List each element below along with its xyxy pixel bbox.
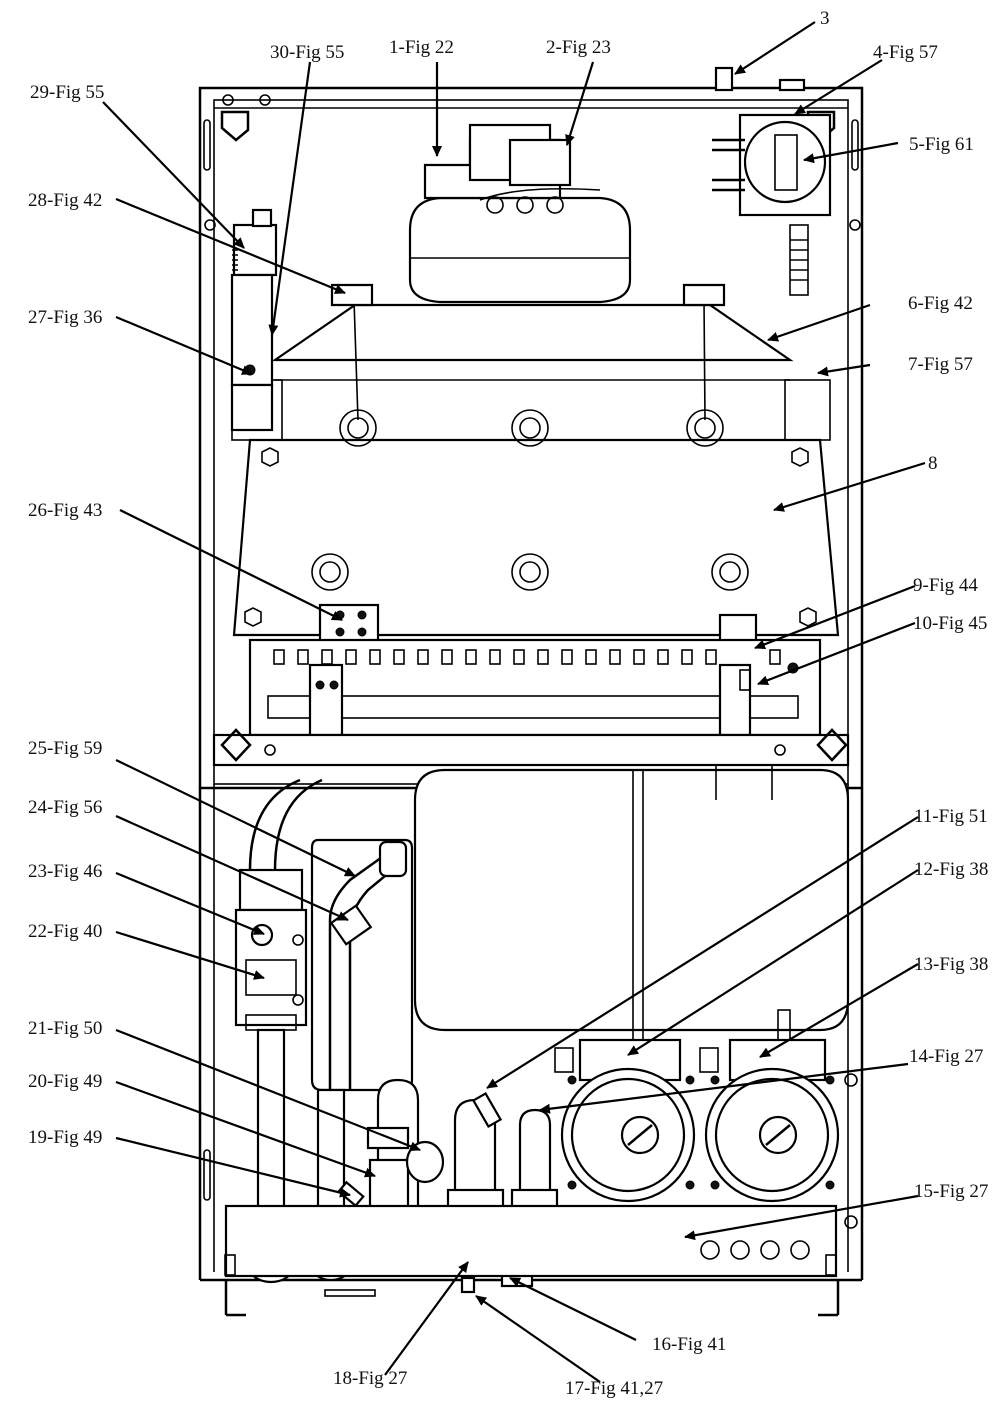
callout-8: 8 (928, 453, 938, 474)
callout-21: 21-Fig 50 (28, 1018, 102, 1039)
callout-25: 25-Fig 59 (28, 738, 102, 759)
leader-15 (684, 1194, 919, 1241)
callout-labels: 3 1-Fig 22 2-Fig 23 30-Fig 55 4-Fig 57 2… (28, 8, 988, 1399)
callout-9: 9-Fig 44 (913, 575, 978, 596)
leader-3 (734, 21, 816, 75)
leader-12 (627, 869, 919, 1056)
callout-12: 12-Fig 38 (914, 859, 988, 880)
burner (248, 638, 822, 737)
leader-27 (115, 315, 253, 376)
leader-28 (115, 197, 346, 295)
callout-10: 10-Fig 45 (913, 613, 987, 634)
callout-27: 27-Fig 36 (28, 307, 102, 328)
callout-6: 6-Fig 42 (908, 293, 973, 314)
leader-4 (794, 59, 883, 115)
fan-assembly (408, 123, 632, 304)
leader-10 (757, 621, 916, 686)
expansion-vessel (413, 765, 850, 1060)
leader-29 (102, 101, 245, 249)
callout-5: 5-Fig 61 (909, 134, 974, 155)
pumps (554, 1009, 858, 1229)
leader-14 (539, 1062, 909, 1114)
callout-17: 17-Fig 41,27 (565, 1378, 663, 1399)
callout-15: 15-Fig 27 (914, 1181, 988, 1202)
callout-19: 19-Fig 49 (28, 1127, 102, 1148)
flue-stub (714, 66, 806, 92)
plate-exchanger (310, 838, 414, 1092)
callout-26: 26-Fig 43 (28, 500, 102, 521)
callout-4: 4-Fig 57 (873, 42, 938, 63)
leader-17 (475, 1295, 601, 1383)
callout-24: 24-Fig 56 (28, 797, 102, 818)
callout-3: 3 (820, 8, 830, 29)
callout-14: 14-Fig 27 (909, 1046, 983, 1067)
manifold (224, 1092, 838, 1297)
callout-1: 1-Fig 22 (389, 37, 454, 58)
callout-2: 2-Fig 23 (546, 37, 611, 58)
callout-7: 7-Fig 57 (908, 354, 973, 375)
callout-11: 11-Fig 51 (914, 806, 988, 827)
cross-member (212, 728, 850, 767)
gas-valve (234, 778, 323, 1031)
burner-windows (273, 649, 781, 665)
leader-26 (119, 509, 343, 621)
pressure-switch (712, 113, 832, 296)
leader-20 (115, 1080, 376, 1178)
leader-30 (268, 61, 312, 336)
leader-11 (486, 816, 919, 1089)
leader-7 (817, 363, 871, 377)
callout-13: 13-Fig 38 (914, 954, 988, 975)
leader-24 (115, 814, 349, 922)
combustion-chamber (231, 283, 840, 647)
callout-20: 20-Fig 49 (28, 1071, 102, 1092)
callout-23: 23-Fig 46 (28, 861, 102, 882)
leader-25 (115, 759, 356, 877)
leader-18 (384, 1261, 469, 1376)
leader-22 (115, 930, 265, 980)
leader-lines (102, 21, 926, 1383)
callout-16: 16-Fig 41 (652, 1334, 726, 1355)
leader-8 (773, 461, 926, 512)
leader-19 (115, 1136, 351, 1198)
callout-30: 30-Fig 55 (270, 42, 344, 63)
callout-29: 29-Fig 55 (30, 82, 104, 103)
callout-22: 22-Fig 40 (28, 921, 102, 942)
leader-5 (803, 141, 899, 164)
callout-28: 28-Fig 42 (28, 190, 102, 211)
leader-9 (754, 584, 916, 650)
leader-2 (565, 61, 595, 146)
leader-21 (115, 1028, 421, 1152)
leader-6 (767, 303, 871, 342)
leader-23 (115, 871, 265, 936)
callout-18: 18-Fig 27 (333, 1368, 407, 1389)
leader-16 (509, 1277, 637, 1341)
leader-13 (759, 963, 919, 1058)
